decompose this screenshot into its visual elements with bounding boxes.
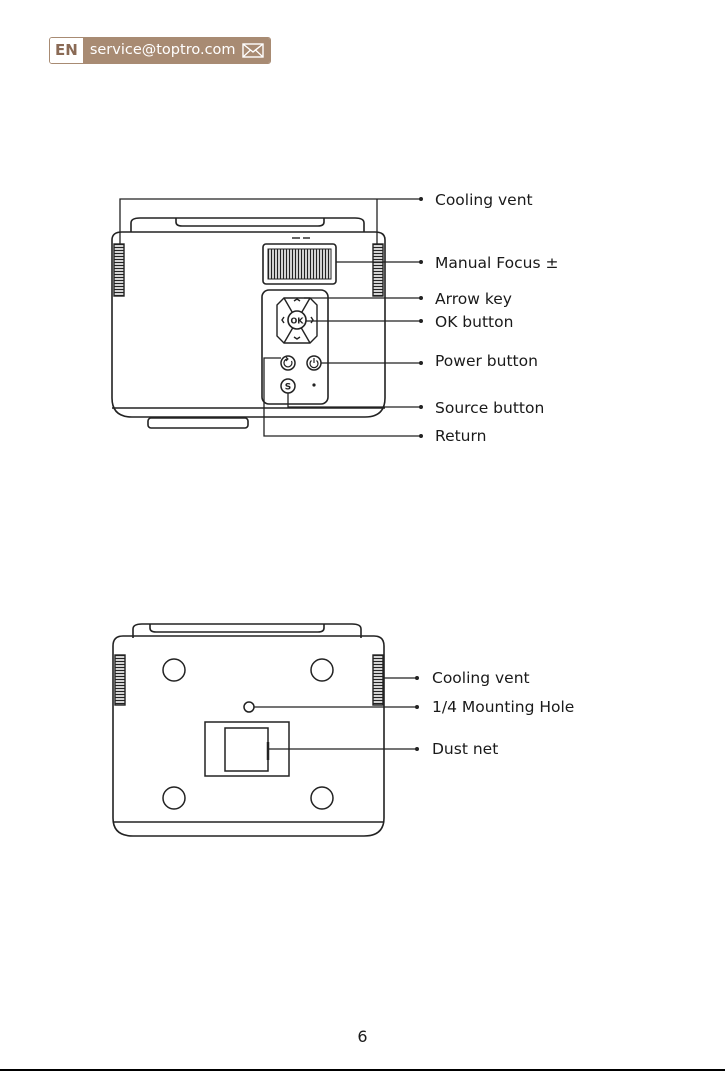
source-key-label: S xyxy=(285,383,291,393)
label-return: Return xyxy=(435,427,486,445)
right-cooling-vent xyxy=(373,244,383,296)
left-cooling-vent xyxy=(114,244,124,296)
projector-bottom-view-diagram xyxy=(0,615,725,845)
label-mounting-hole: 1/4 Mounting Hole xyxy=(432,698,574,716)
ok-key-label: OK xyxy=(291,317,305,326)
header-badge: EN service@toptro.com xyxy=(49,37,271,64)
envelope-icon xyxy=(242,43,264,58)
email-badge[interactable]: service@toptro.com xyxy=(84,38,270,63)
mounting-hole xyxy=(244,702,254,712)
return-button xyxy=(281,356,295,370)
label-arrow-key: Arrow key xyxy=(435,290,512,308)
label-cooling-vent: Cooling vent xyxy=(435,191,533,209)
label-ok-button: OK button xyxy=(435,313,513,331)
right-cooling-vent xyxy=(373,655,383,705)
bottom-rule xyxy=(0,1069,725,1071)
page-number: 6 xyxy=(0,1027,725,1046)
left-cooling-vent xyxy=(115,655,125,705)
label-power-button: Power button xyxy=(435,352,538,370)
label-dust-net: Dust net xyxy=(432,740,498,758)
projector-top-view-diagram: OK S xyxy=(0,180,725,460)
label-source-button: Source button xyxy=(435,399,544,417)
projector-body xyxy=(112,218,385,428)
status-indicator xyxy=(312,383,315,386)
support-email[interactable]: service@toptro.com xyxy=(90,38,236,63)
language-code: EN xyxy=(50,38,84,63)
label-cooling-vent-bottom: Cooling vent xyxy=(432,669,530,687)
label-manual-focus: Manual Focus ± xyxy=(435,254,558,272)
